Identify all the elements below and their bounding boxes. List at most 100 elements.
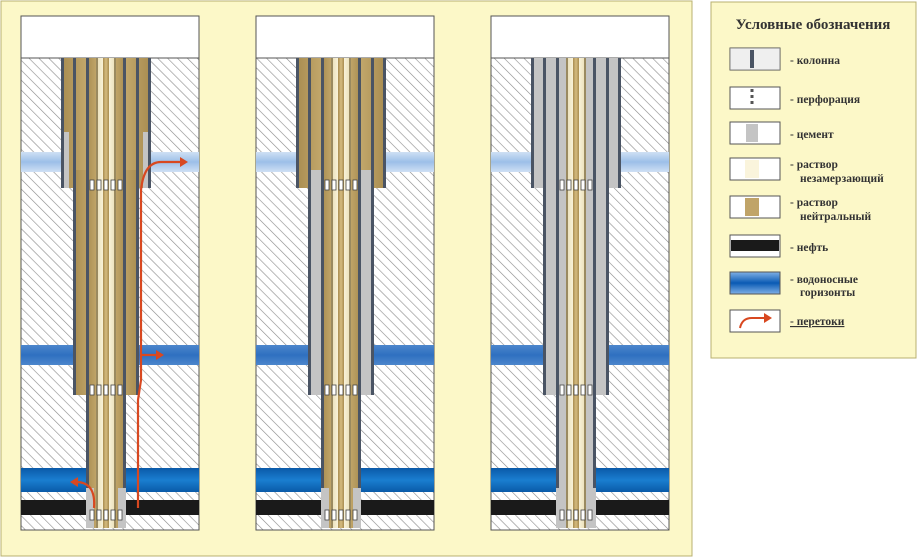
- legend-item-antifreeze-fluid: - раствор незамерзающий: [729, 157, 884, 185]
- perforation-mark: [110, 179, 116, 191]
- legend-label-neutral-1: - раствор: [790, 197, 838, 209]
- perforation-mark: [331, 179, 337, 191]
- crossflow-arrows: [70, 157, 188, 509]
- legend-label-column: - колонна: [790, 55, 840, 67]
- perforation-mark: [587, 384, 593, 396]
- perforation-mark: [117, 179, 123, 191]
- perforation-mark: [352, 179, 358, 191]
- legend-label-aquifers-1: - водоносные: [790, 274, 858, 286]
- crossflow-arrowhead: [180, 157, 188, 167]
- conductor-left: [61, 58, 64, 188]
- legend-item-crossflows: - перетоки: [729, 309, 845, 333]
- conductor-right: [618, 58, 621, 188]
- perforation-mark: [352, 384, 358, 396]
- perforation-mark: [110, 384, 116, 396]
- perforation-mark: [103, 384, 109, 396]
- perforation-mark: [110, 509, 116, 521]
- perforation-mark: [573, 384, 579, 396]
- conductor-left: [531, 58, 534, 188]
- perforation-mark: [580, 384, 586, 396]
- legend-label-cement: - цемент: [790, 129, 834, 141]
- legend-item-perforation: - перфорация: [729, 86, 860, 110]
- perforation-mark: [352, 509, 358, 521]
- well-2: [255, 15, 435, 531]
- perforation-mark: [338, 384, 344, 396]
- perforation-mark: [580, 509, 586, 521]
- legend-item-aquifers: - водоносные горизонты: [729, 271, 858, 299]
- perforation-mark: [587, 509, 593, 521]
- perforation-mark: [345, 384, 351, 396]
- perforation-mark: [331, 509, 337, 521]
- well-header: [21, 16, 199, 58]
- production-right: [593, 58, 596, 528]
- intermediate-right: [606, 58, 609, 395]
- perforation-mark: [117, 509, 123, 521]
- perforation-mark: [345, 179, 351, 191]
- perforation-mark: [566, 179, 572, 191]
- legend-label-neutral-2: нейтральный: [800, 211, 872, 223]
- casing-strings: [531, 58, 621, 528]
- legend-label-perforation: - перфорация: [790, 94, 860, 106]
- perforation-mark: [559, 179, 565, 191]
- tubing-core: [573, 58, 579, 528]
- legend-label-crossflows: - перетоки: [790, 316, 845, 328]
- casing-strings: [296, 58, 386, 528]
- perforation-mark: [324, 179, 330, 191]
- wells: [20, 15, 670, 531]
- perforation-mark: [587, 179, 593, 191]
- legend-label-antifreeze-1: - раствор: [790, 159, 838, 171]
- perforation-mark: [103, 509, 109, 521]
- conductor-left: [296, 58, 299, 188]
- well-header: [491, 16, 669, 58]
- perforation-mark: [566, 384, 572, 396]
- production-left: [321, 58, 324, 528]
- tubing-core: [103, 58, 109, 528]
- legend-item-oil: - нефть: [729, 234, 828, 258]
- legend: Условные обозначения - колонна - перфора…: [710, 1, 917, 359]
- perforation-mark: [103, 179, 109, 191]
- perforation-mark: [559, 509, 565, 521]
- perforation-mark: [89, 509, 95, 521]
- perforation-mark: [89, 384, 95, 396]
- crossflow-arrowhead: [156, 350, 164, 360]
- production-left: [556, 58, 559, 528]
- production-left: [86, 58, 89, 528]
- perforation-mark: [573, 509, 579, 521]
- perforation-mark: [96, 384, 102, 396]
- production-right: [123, 58, 126, 528]
- production-right: [358, 58, 361, 528]
- tubing-core: [338, 58, 344, 528]
- legend-label-aquifers-2: горизонты: [800, 287, 855, 299]
- perforation-mark: [338, 509, 344, 521]
- casing-strings: [61, 58, 151, 528]
- crossflow-path-lower: [75, 480, 96, 509]
- legend-label-oil: - нефть: [790, 242, 828, 254]
- perforation-mark: [117, 384, 123, 396]
- well-1: [20, 15, 200, 531]
- intermediate-right: [136, 58, 139, 395]
- legend-title: Условные обозначения: [736, 17, 891, 33]
- perforation-mark: [324, 509, 330, 521]
- intermediate-left: [543, 58, 546, 395]
- perforation-mark: [559, 384, 565, 396]
- perforation-mark: [580, 179, 586, 191]
- crossflow-path-upper: [136, 160, 181, 508]
- perforation-mark: [324, 384, 330, 396]
- crossflow-arrow-icon: [739, 317, 766, 329]
- intermediate-right: [371, 58, 374, 395]
- crossflow-arrowhead: [70, 477, 78, 487]
- perforation-mark: [331, 384, 337, 396]
- legend-item-neutral-fluid: - раствор нейтральный: [729, 195, 872, 223]
- intermediate-left: [308, 58, 311, 395]
- perforation-mark: [89, 179, 95, 191]
- legend-item-cement: - цемент: [729, 121, 834, 145]
- perforation-mark: [96, 179, 102, 191]
- conductor-right: [148, 58, 151, 188]
- perforation-mark: [566, 509, 572, 521]
- conductor-right: [383, 58, 386, 188]
- legend-label-antifreeze-2: незамерзающий: [800, 173, 884, 185]
- well-3: [490, 15, 670, 531]
- intermediate-left: [73, 58, 76, 395]
- perforation-mark: [338, 179, 344, 191]
